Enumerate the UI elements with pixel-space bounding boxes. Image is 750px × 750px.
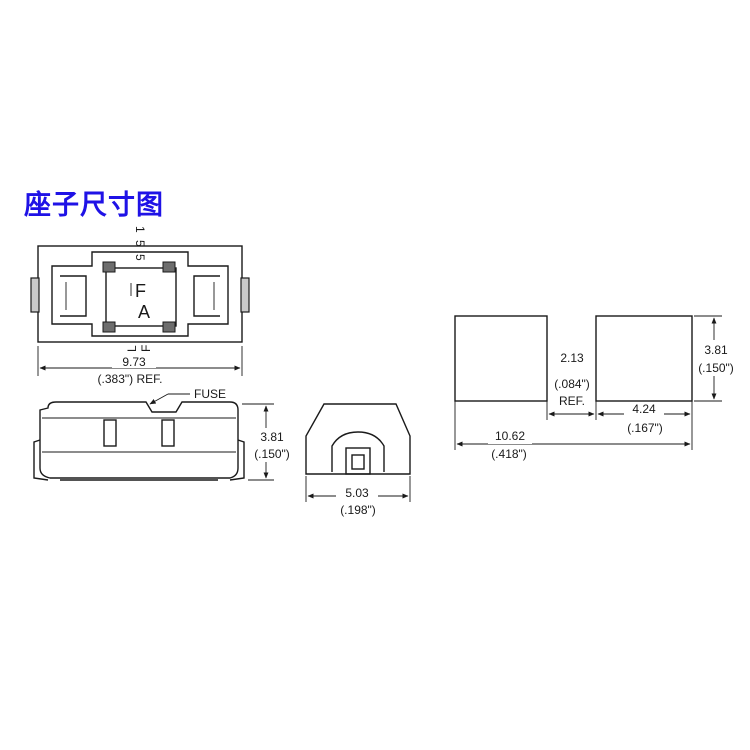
fuse-window — [105, 267, 177, 327]
dim-sub: (.198") — [340, 503, 376, 517]
gap-value: 2.13 — [560, 351, 584, 365]
right-clip — [193, 275, 220, 317]
contact-block — [162, 261, 176, 273]
gap-sub: (.084") — [554, 377, 590, 391]
dim-sub: (.150") — [254, 447, 290, 461]
contact-block — [102, 261, 116, 273]
marking-digit: 5 — [133, 240, 147, 247]
contact-block — [102, 321, 116, 333]
gap-ref: REF. — [559, 394, 585, 408]
side-view-body — [39, 401, 239, 479]
side-clip — [103, 419, 117, 447]
right-terminal-tab — [240, 277, 250, 313]
end-view: 5.03 (.198") — [305, 403, 411, 517]
marking-letter: L — [125, 345, 139, 352]
pad-width-sub: (.167") — [627, 421, 663, 435]
page-title: 座子尺寸图 — [24, 190, 164, 221]
left-pad — [454, 315, 548, 402]
end-view-contact — [345, 447, 371, 475]
pad-layout: 2.13 (.084") REF. 4.24 (.167") 10.62 (.4… — [454, 315, 734, 461]
total-sub: (.418") — [491, 447, 527, 461]
total-value: 10.62 — [495, 429, 525, 443]
top-view-body — [51, 251, 229, 337]
contact-block — [162, 321, 176, 333]
dim-value: 5.03 — [345, 486, 369, 500]
right-terminal — [229, 439, 245, 481]
dim-value: 3.81 — [260, 430, 284, 444]
marking-letter: F — [139, 345, 153, 352]
height-value: 3.81 — [704, 343, 728, 357]
left-terminal-tab — [30, 277, 40, 313]
marking-digit: 1 — [133, 226, 147, 233]
pad-width-value: 4.24 — [632, 402, 656, 416]
side-view: FUSE 3.81 (.150") — [33, 387, 292, 481]
end-view-opening — [331, 431, 385, 472]
right-pad — [595, 315, 693, 402]
dim-sub: (.383") REF. — [98, 372, 163, 386]
fuse-label: FUSE — [194, 387, 226, 401]
left-clip — [60, 275, 87, 317]
end-view-body — [305, 403, 411, 475]
dim-value: 9.73 — [122, 355, 146, 369]
marking-letter-f: F — [135, 281, 146, 301]
height-sub: (.150") — [698, 361, 734, 375]
side-clip — [161, 419, 175, 447]
marking-digit: 5 — [133, 254, 147, 261]
top-view: 1 5 5 F A L F 9.73 (.383") REF. — [30, 226, 250, 386]
left-terminal — [33, 439, 49, 481]
marking-letter-a: A — [138, 302, 150, 322]
